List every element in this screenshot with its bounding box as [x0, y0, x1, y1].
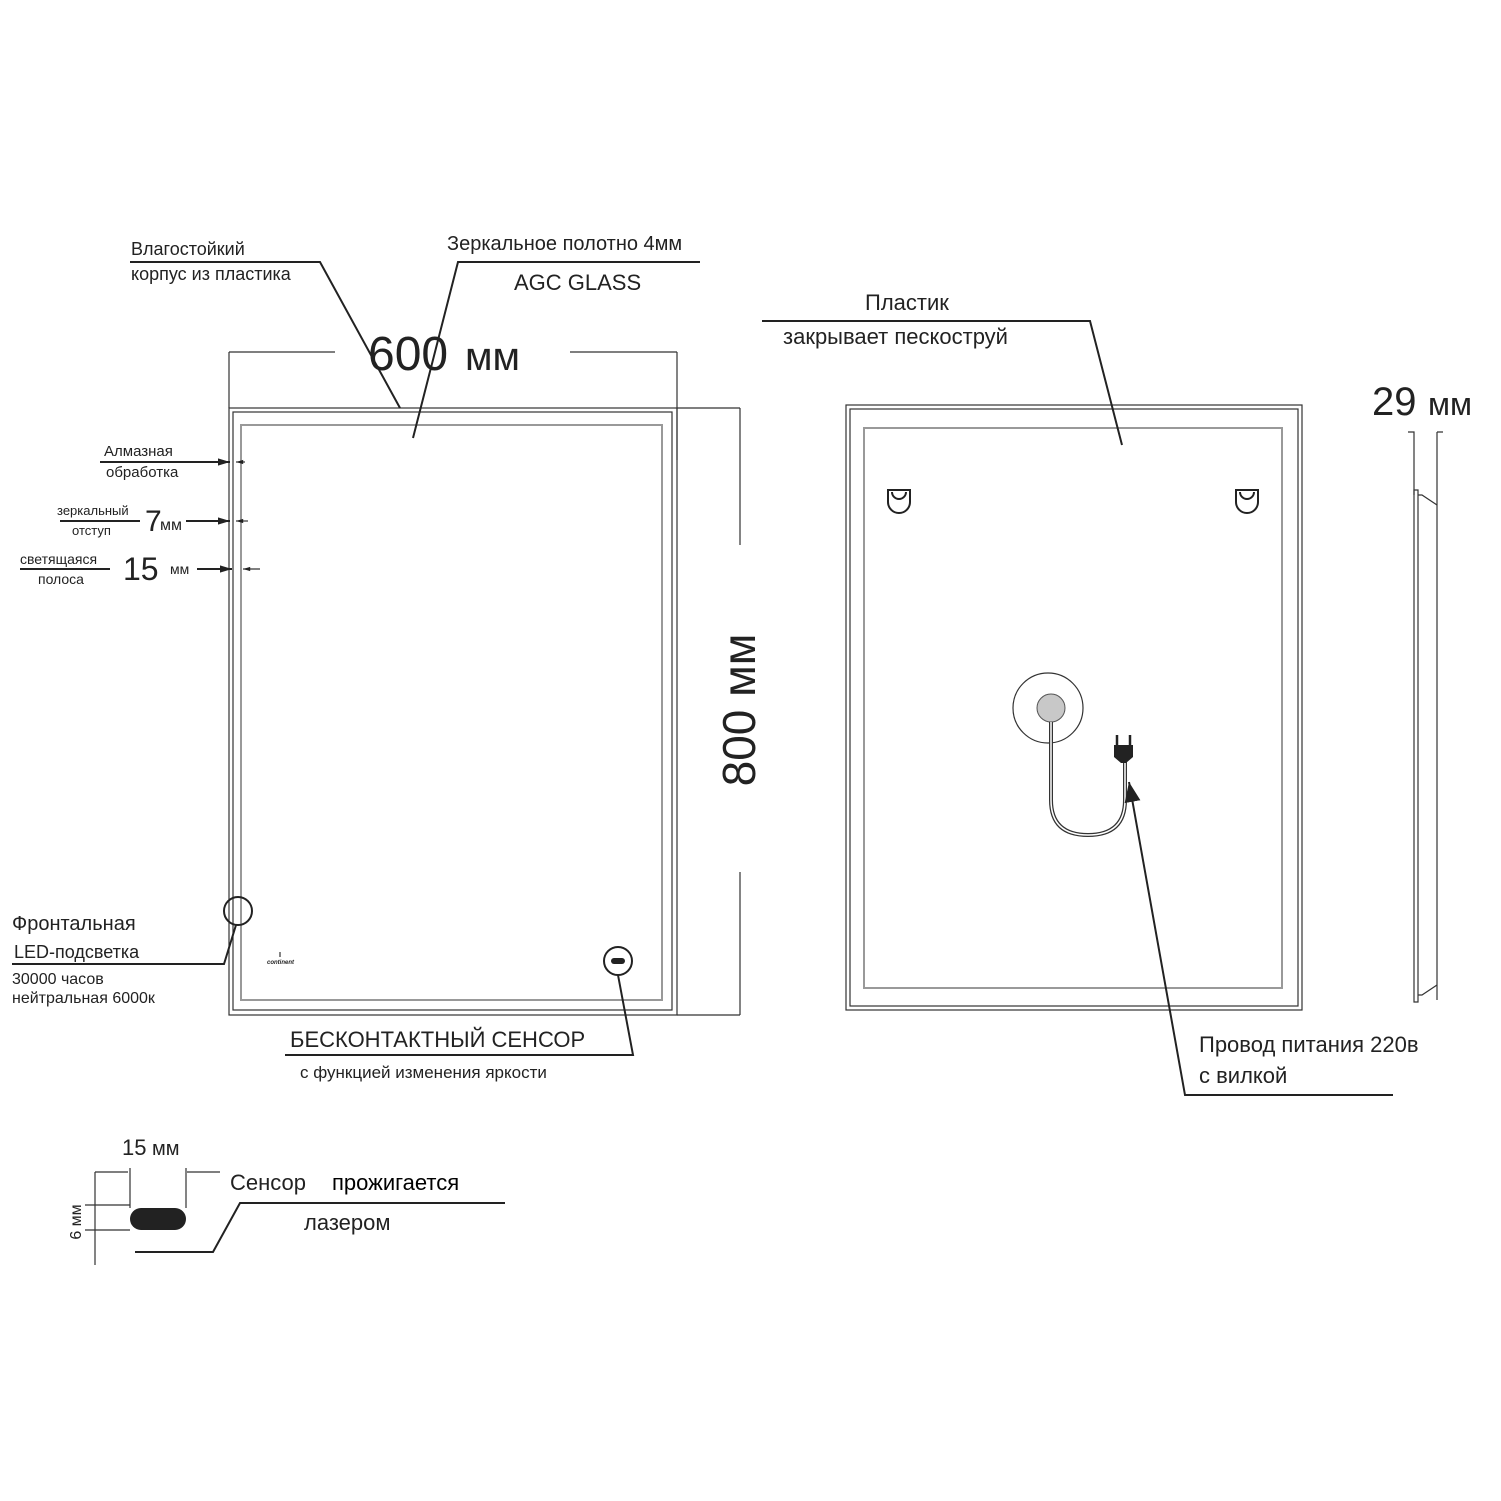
back-view: Пластик закрывает пескоструй Провод пита… [762, 290, 1419, 1096]
side-view: 29 мм [1372, 380, 1472, 1003]
diamond-label-2: обработка [106, 464, 179, 481]
led-label-2: LED-подсветка [14, 942, 140, 962]
sensor-width-unit: мм [152, 1138, 180, 1160]
sensor-detail-label-2: прожигается [332, 1170, 459, 1195]
sensor-label: БЕСКОНТАКТНЫЙ СЕНСОР [290, 1027, 585, 1052]
depth-unit: мм [1428, 386, 1472, 422]
width-unit: мм [465, 335, 520, 379]
hanger-hook-icon [1235, 489, 1259, 514]
sensor-width-value: 15 [122, 1135, 146, 1160]
cable-label: Провод питания 220в [1199, 1032, 1419, 1057]
plastic-label-2: закрывает пескоструй [783, 324, 1008, 349]
led-strip [240, 424, 663, 1001]
sensor-detail-label: Сенсор [230, 1170, 306, 1195]
strip-label-2: полоса [38, 571, 84, 587]
strip-unit: мм [170, 561, 189, 577]
power-unit [1012, 672, 1084, 744]
mirror-outer-frame [228, 407, 678, 1016]
plug-icon [1114, 735, 1133, 763]
sensor-icon [611, 958, 625, 964]
led-hours: 30000 часов [12, 971, 104, 988]
strip-value: 15 [123, 551, 159, 587]
back-edge [849, 408, 1299, 1007]
mirror-glass-edge [232, 411, 673, 1011]
plastic-label: Пластик [865, 290, 949, 315]
brand-logo: continent [267, 952, 295, 966]
led-temperature: нейтральная 6000к [12, 990, 156, 1007]
back-outer-frame [845, 404, 1303, 1011]
sensor-shape [130, 1208, 186, 1230]
offset-value: 7 [145, 505, 162, 538]
offset-label: зеркальный [57, 503, 129, 518]
diamond-label: Алмазная [104, 443, 173, 460]
housing-label: Влагостойкий [131, 239, 245, 259]
power-unit-core [1036, 693, 1066, 723]
strip-label: светящаяся [20, 551, 97, 567]
sensor-detail: 15 мм 6 мм Сенсор прожигается лазером [68, 1135, 505, 1265]
cable-label-2: с вилкой [1199, 1063, 1287, 1088]
offset-label-2: отступ [72, 523, 111, 538]
back-plastic-panel [863, 427, 1283, 989]
sensor-sublabel: с функцией изменения яркости [300, 1063, 547, 1082]
offset-unit: мм [160, 517, 182, 534]
led-label: Фронтальная [12, 913, 136, 935]
front-view: 600 мм 800 мм Влагостойкий корпус из пла… [12, 233, 765, 1082]
height-label: 800 мм [713, 634, 765, 787]
hanger-hook-icon [887, 489, 911, 514]
sensor-height-label: 6 мм [68, 1204, 85, 1239]
housing-label-2: корпус из пластика [131, 264, 292, 284]
glass-label: Зеркальное полотно 4мм [447, 233, 682, 255]
svg-text:continent: continent [267, 960, 295, 966]
sensor-detail-label-3: лазером [304, 1210, 391, 1235]
led-callout-circle [223, 896, 253, 926]
glass-brand: AGC GLASS [514, 270, 641, 295]
depth-value: 29 [1372, 380, 1417, 424]
